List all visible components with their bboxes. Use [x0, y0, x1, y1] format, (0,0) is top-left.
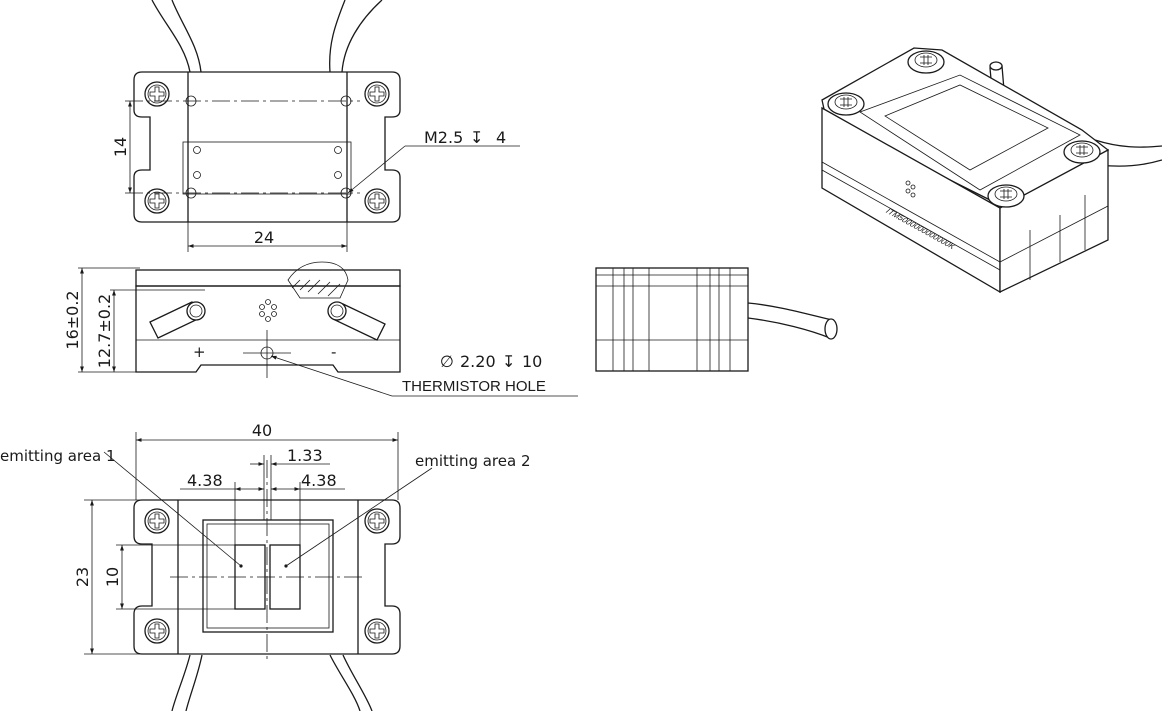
polarity-minus: -	[331, 343, 336, 361]
cable-right-inner	[341, 0, 383, 73]
isometric-view: ITM5000000000000K	[821, 47, 1162, 294]
dim-total-width-40: 40	[252, 421, 272, 440]
dim-width-24: 24	[254, 228, 274, 247]
screw-icon	[987, 184, 1025, 208]
screw-icon	[907, 50, 945, 74]
screw-icon	[364, 508, 390, 534]
side-body-main	[135, 285, 401, 373]
iso-side-face	[999, 148, 1109, 294]
screw-icon	[144, 508, 170, 534]
depth-icon: ↧	[502, 352, 515, 371]
top-view: 14 24 M2.5 ↧ 4	[111, 0, 520, 252]
screw-icon	[144, 81, 170, 107]
cable-left	[151, 0, 191, 73]
end-view	[595, 267, 838, 372]
window-inner	[206, 523, 330, 629]
vent-pattern-icon	[905, 180, 916, 198]
pin-hole	[193, 171, 201, 179]
pin-hole	[334, 171, 342, 179]
pin-left	[149, 301, 206, 339]
end-view-cable	[747, 302, 833, 321]
dim-height-14: 14	[111, 137, 130, 157]
bottom-body-outline	[133, 499, 401, 655]
cable-right	[329, 0, 346, 73]
screw-icon	[364, 188, 390, 214]
pin-right	[327, 301, 386, 341]
thread-callout-depth: 4	[496, 128, 506, 147]
emitting-area-1-label: emitting area 1	[0, 447, 116, 465]
screw-icon	[364, 81, 390, 107]
dim-area-height-10: 10	[103, 567, 122, 587]
side-body-top	[135, 269, 401, 287]
side-cutaway	[287, 261, 349, 299]
dim-gap-1.33: 1.33	[287, 446, 323, 465]
polarity-plus: +	[193, 343, 206, 361]
top-body-outline	[133, 71, 401, 223]
screw-icon	[827, 92, 865, 116]
cable-left-inner	[171, 0, 202, 73]
diameter-icon: ∅	[440, 352, 454, 371]
pin-hole	[334, 146, 342, 154]
iso-window-inner	[884, 84, 1049, 171]
dim-right-area-4.38: 4.38	[301, 471, 337, 490]
pin-hole	[193, 146, 201, 154]
depth-icon: ↧	[470, 128, 483, 147]
side-view: + - ∅ 2.20 ↧ 10 THERMISTOR HOLE 16±0.2 1…	[63, 261, 578, 397]
top-center-window	[182, 141, 352, 195]
dim-height-23: 23	[73, 567, 92, 587]
screw-icon	[1063, 140, 1101, 164]
vent-pattern-icon	[259, 299, 277, 322]
screw-icon	[364, 618, 390, 644]
bottom-view: 40 1.33 4.38 4.38 23 10 emitting area 1 …	[0, 421, 531, 711]
thread-callout-label: M2.5	[424, 128, 463, 147]
iso-window-outer	[859, 74, 1081, 191]
dim-left-area-4.38: 4.38	[187, 471, 223, 490]
thermistor-hole-label: THERMISTOR HOLE	[402, 378, 546, 395]
dim-total-height: 16±0.2	[63, 290, 82, 349]
window-outer	[202, 519, 334, 633]
thermistor-hole-dia: 2.20	[460, 352, 496, 371]
screw-icon	[144, 618, 170, 644]
thermistor-hole-depth: 10	[522, 352, 542, 371]
dim-inner-height: 12.7±0.2	[95, 294, 114, 368]
emitting-area-2-label: emitting area 2	[415, 452, 531, 470]
